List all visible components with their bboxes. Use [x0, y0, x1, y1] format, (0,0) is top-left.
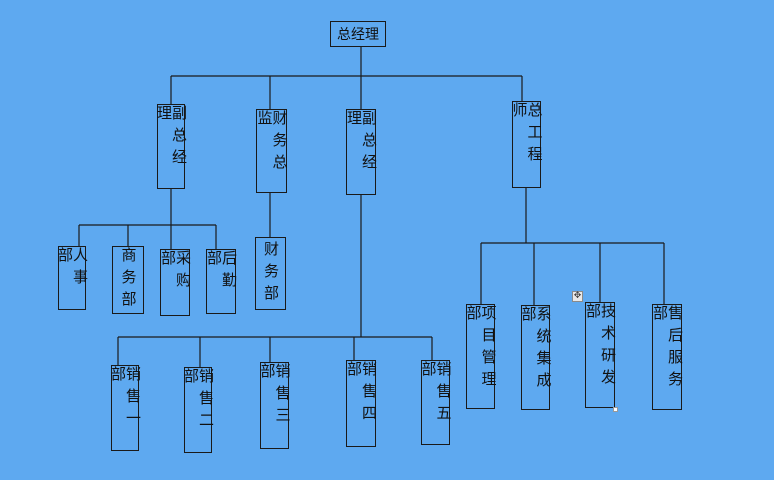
node-commerce-department: 商务部	[112, 246, 144, 314]
node-project-management-department: 项目管理部	[465, 304, 498, 409]
node-finance-director: 财务总监	[256, 109, 289, 193]
node-vice-general-manager-left: 副总经理	[155, 104, 188, 189]
node-after-sales-department: 售后服务部	[651, 304, 684, 410]
node-finance-department: 财务部	[255, 237, 286, 310]
node-system-integration-department: 系统集成部	[520, 305, 553, 410]
node-sales-department-4: 销售四部	[345, 360, 378, 447]
node-rnd-department: 技术研发部	[584, 302, 617, 408]
node-sales-department-5: 销售五部	[420, 360, 453, 445]
move-handle-icon[interactable]: ✥	[572, 291, 583, 302]
resize-handle-icon[interactable]	[613, 407, 618, 412]
node-general-manager: 总经理	[330, 21, 386, 47]
node-purchasing-department: 采购部	[159, 249, 192, 316]
node-sales-department-1: 销售一部	[109, 365, 142, 451]
node-hr-department: 人事部	[56, 246, 89, 310]
node-chief-engineer: 总工程师	[511, 101, 544, 188]
node-vice-general-manager-right: 副总经理	[345, 109, 378, 195]
node-sales-department-3: 销售三部	[259, 362, 292, 449]
node-logistics-department: 后勤部	[205, 249, 238, 314]
node-sales-department-2: 销售二部	[182, 367, 215, 453]
